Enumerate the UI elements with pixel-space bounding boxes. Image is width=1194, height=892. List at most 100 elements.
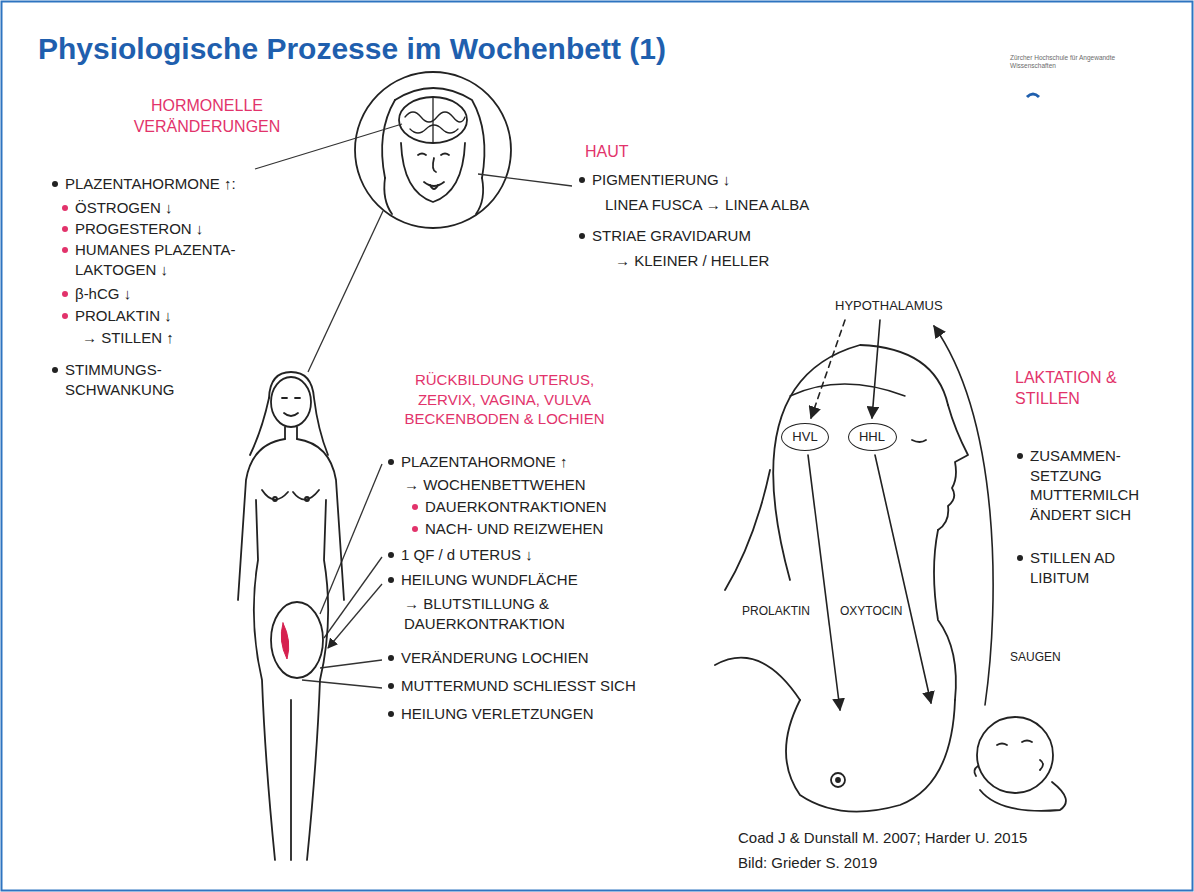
leader-line (328, 584, 382, 648)
head-zoom (418, 154, 426, 156)
node-text: HVL (792, 429, 817, 445)
breastfeeding-figure (786, 700, 955, 812)
label-wrap: ZUSAMMEN- SETZUNG MUTTERMILCH ÄNDERT SIC… (1015, 446, 1155, 524)
breastfeeding-figure (1040, 760, 1043, 770)
breastfeeding-figure (715, 658, 800, 700)
head-zoom (476, 178, 483, 214)
woman-figure (262, 490, 288, 500)
label-wrap: HEILUNG WUNDFLÄCHE (386, 570, 578, 590)
list-item: VERÄNDERUNG LOCHIEN (386, 648, 589, 668)
breastfeeding-figure (725, 470, 770, 590)
label-wrap: PLAZENTAHORMONE ↑: (50, 174, 236, 194)
label-wrap: → WOCHENBETTWEHEN (404, 475, 586, 495)
head-zoom (384, 178, 392, 214)
list-note: → WOCHENBETTWEHEN (404, 475, 586, 495)
list-item: NACH- UND REIZWEHEN (410, 519, 603, 539)
label-wrap: PLAZENTAHORMONE ↑ (386, 452, 567, 472)
list-note: LINEA FUSCA → LINEA ALBA (605, 195, 809, 215)
stimulus-label: SAUGEN (1010, 650, 1061, 666)
list-item: ÖSTROGEN ↓ (60, 198, 173, 218)
list-item: DAUERKONTRAKTIONEN (410, 497, 607, 517)
hormone-label: OXYTOCIN (840, 604, 902, 620)
label-wrap: DAUERKONTRAKTIONEN (410, 497, 607, 517)
head-zoom (401, 143, 465, 202)
woman-figure (269, 372, 328, 455)
head-zoom (382, 100, 395, 178)
citation: Coad J & Dunstall M. 2007; Harder U. 201… (738, 828, 1027, 848)
leader-line (302, 680, 382, 688)
leader-line (320, 660, 382, 668)
list-item: MUTTERMUND SCHLIESST SICH (386, 676, 636, 696)
section-heading: LAKTATION & STILLEN (1015, 368, 1165, 410)
breastfeeding-figure (1022, 741, 1032, 743)
list-item: PLAZENTAHORMONE ↑: (50, 174, 236, 194)
breastfeeding-figure (997, 744, 1007, 746)
hormone-arrow (808, 320, 993, 710)
breastfeeding-figure (790, 384, 905, 396)
breastfeeding-figure (980, 782, 1066, 811)
logo-mark (1027, 94, 1039, 97)
label-wrap: HUMANES PLAZENTA- LAKTOGEN ↓ (60, 240, 260, 279)
head-zoom (355, 72, 511, 228)
label-wrap: 1 QF / d UTERUS ↓ (386, 545, 533, 565)
label-wrap: PIGMENTIERUNG ↓ (577, 170, 730, 190)
hormone-arrow (811, 320, 845, 418)
woman-figure (282, 397, 300, 399)
label-wrap: HYPOTHALAMUS (835, 298, 943, 315)
list-item: HEILUNG WUNDFLÄCHE (386, 570, 578, 590)
list-item: STRIAE GRAVIDARUM (577, 226, 751, 246)
list-note: → KLEINER / HELLER (615, 251, 769, 271)
list-item: 1 QF / d UTERUS ↓ (386, 545, 533, 565)
head-zoom (395, 88, 484, 178)
label-wrap: LAKTATION & STILLEN (1015, 368, 1165, 410)
woman-figure (271, 377, 311, 427)
label-wrap: PROGESTERON ↓ (60, 219, 203, 239)
node-text: HHL (859, 429, 885, 445)
label-wrap: VERÄNDERUNG LOCHIEN (386, 648, 589, 668)
pituitary-lobe: HVL (781, 423, 829, 451)
citation: Bild: Grieder S. 2019 (738, 853, 877, 873)
label-wrap: PROLAKTIN ↓ (60, 306, 172, 326)
title-wrap: Physiologische Prozesse im Wochenbett (1… (38, 32, 666, 67)
head-zoom (433, 158, 436, 172)
list-item: HEILUNG VERLETZUNGEN (386, 704, 594, 724)
leader-line (308, 211, 383, 372)
list-item: ZUSAMMEN- SETZUNG MUTTERMILCH ÄNDERT SIC… (1015, 446, 1155, 524)
breastfeeding-figure (974, 766, 978, 776)
label-wrap: β-hCG ↓ (60, 284, 131, 304)
breastfeeding-figure (836, 778, 840, 782)
anatomy-label: HYPOTHALAMUS (835, 298, 943, 315)
label-wrap: NACH- UND REIZWEHEN (410, 519, 603, 539)
hormone-arrow (875, 455, 931, 703)
label-wrap: HEILUNG VERLETZUNGEN (386, 704, 594, 724)
label-wrap: STRIAE GRAVIDARUM (577, 226, 751, 246)
woman-figure (284, 413, 298, 416)
hormone-arrow (934, 326, 993, 705)
label-wrap: → STILLEN ↑ (82, 328, 174, 348)
breastfeeding-figure (715, 345, 1066, 812)
label-wrap: ÖSTROGEN ↓ (60, 198, 173, 218)
label-wrap: Zürcher Hochschule für Angewandte Wissen… (1010, 54, 1122, 71)
section-heading: HORMONELLE VERÄNDERUNGEN (112, 96, 302, 138)
label-wrap: Bild: Grieder S. 2019 (738, 853, 877, 873)
section-heading: HAUT (585, 142, 629, 163)
list-item: β-hCG ↓ (60, 284, 131, 304)
label-wrap: → BLUTSTILLUNG & DAUERKONTRAKTION (404, 594, 594, 633)
list-item: PROGESTERON ↓ (60, 219, 203, 239)
breastfeeding-figure (938, 405, 968, 530)
woman-figure (273, 497, 277, 501)
breastfeeding-figure (977, 717, 1053, 793)
woman-figure (297, 439, 344, 600)
section-heading: RÜCKBILDUNG UTERUS, ZERVIX, VAGINA, VULV… (392, 370, 617, 429)
breastfeeding-figure (912, 440, 926, 442)
list-item: PROLAKTIN ↓ (60, 306, 172, 326)
hormone-arrow (808, 455, 840, 710)
woman-figure (307, 500, 328, 860)
label-wrap: SAUGEN (1010, 650, 1061, 666)
label-wrap: Coad J & Dunstall M. 2007; Harder U. 201… (738, 828, 1027, 848)
label-wrap: STILLEN AD LIBITUM (1015, 548, 1155, 587)
list-item: STIMMUNGS- SCHWANKUNG (50, 360, 195, 399)
leader-line (320, 464, 382, 614)
